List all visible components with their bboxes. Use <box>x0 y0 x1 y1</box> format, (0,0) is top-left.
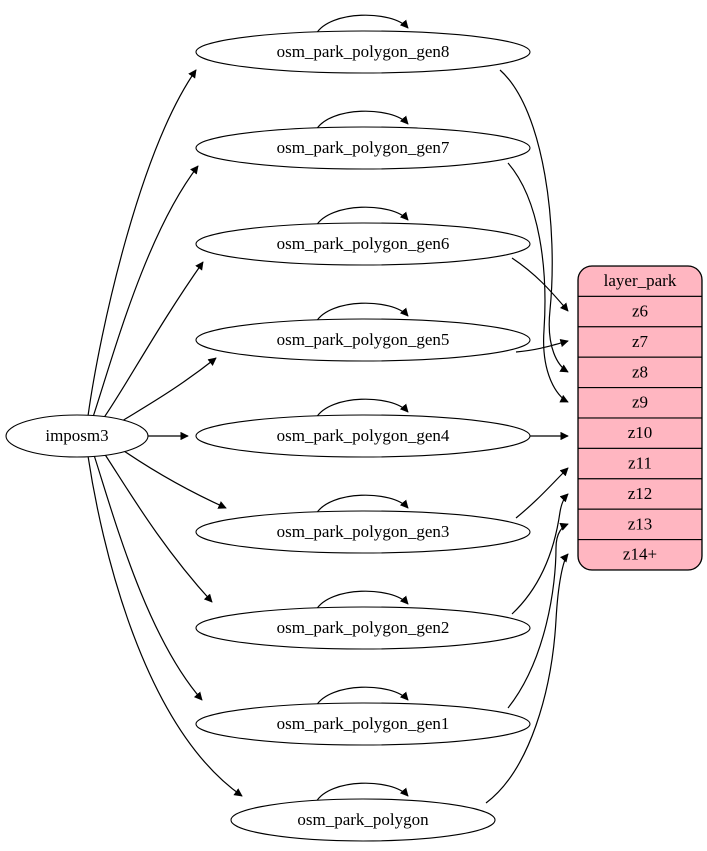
table-row-z11[interactable] <box>578 447 702 480</box>
self-loop-gen1 <box>315 686 409 707</box>
self-loop-group <box>315 14 409 803</box>
node-gen7-label: osm_park_polygon_gen7 <box>277 138 450 157</box>
edge-base-to-z14 <box>485 553 569 804</box>
node-gen3-ellipse[interactable] <box>195 510 531 554</box>
self-loop-gen2 <box>315 590 409 611</box>
source-edge-group <box>87 69 243 797</box>
node-gen1[interactable]: osm_park_polygon_gen1 <box>195 702 531 746</box>
table-row-label-z6: z6 <box>632 302 648 321</box>
node-gen5[interactable]: osm_park_polygon_gen5 <box>195 318 531 362</box>
node-gen2-ellipse[interactable] <box>195 606 531 650</box>
edge-imposm3-to-gen1 <box>93 454 203 701</box>
table-row-label-z13: z13 <box>628 514 653 533</box>
node-gen3[interactable]: osm_park_polygon_gen3 <box>195 510 531 554</box>
table-row-z7[interactable] <box>578 326 702 358</box>
table-row-z12[interactable] <box>578 478 702 510</box>
node-gen4[interactable]: osm_park_polygon_gen4 <box>195 414 531 458</box>
table-outline <box>577 265 703 571</box>
node-gen5-ellipse[interactable] <box>195 318 531 362</box>
edge-imposm3-to-gen6 <box>102 261 204 420</box>
node-gen6[interactable]: osm_park_polygon_gen6 <box>195 222 531 266</box>
table-header-label: layer_park <box>604 271 677 290</box>
edge-gen1-to-z13 <box>507 522 569 709</box>
node-base[interactable]: osm_park_polygon <box>230 798 496 842</box>
edge-gen7-to-z10 <box>507 162 569 403</box>
layer-park-table: layer_park z6 z7 z8 z9 z10 z11 z12 z13 z… <box>577 265 703 571</box>
edge-imposm3-to-gen2 <box>103 452 213 603</box>
node-imposm3[interactable]: imposm3 <box>5 414 149 458</box>
edge-imposm3-to-gen8 <box>87 69 197 417</box>
node-gen1-label: osm_park_polygon_gen1 <box>277 714 450 733</box>
table-row-label-z7: z7 <box>632 332 649 351</box>
self-loop-gen3 <box>315 494 409 515</box>
table-row-z13[interactable] <box>578 508 702 541</box>
node-gen6-ellipse[interactable] <box>195 222 531 266</box>
generalization-node-group: osm_park_polygon_gen8 osm_park_polygon_g… <box>195 30 531 842</box>
node-gen3-label: osm_park_polygon_gen3 <box>277 522 450 541</box>
node-base-ellipse[interactable] <box>230 798 496 842</box>
edge-gen2-to-z12 <box>511 493 569 615</box>
node-gen8-label: osm_park_polygon_gen8 <box>277 42 450 61</box>
table-row-label-z9: z9 <box>632 393 648 412</box>
node-gen7-ellipse[interactable] <box>195 126 531 170</box>
edge-gen5-to-z7 <box>515 338 569 353</box>
table-row-z10[interactable] <box>578 417 702 449</box>
edge-imposm3-to-base <box>87 455 243 797</box>
node-gen7[interactable]: osm_park_polygon_gen7 <box>195 126 531 170</box>
node-imposm3-label: imposm3 <box>45 426 108 445</box>
node-gen2-label: osm_park_polygon_gen2 <box>277 618 450 637</box>
edge-imposm3-to-gen5 <box>121 357 217 422</box>
table-row-label-z8: z8 <box>632 362 648 381</box>
node-gen5-label: osm_park_polygon_gen5 <box>277 330 450 349</box>
edge-imposm3-to-gen7 <box>92 165 199 418</box>
node-base-label: osm_park_polygon <box>297 810 429 829</box>
node-gen4-ellipse[interactable] <box>195 414 531 458</box>
node-gen2[interactable]: osm_park_polygon_gen2 <box>195 606 531 650</box>
table-edge-group <box>485 69 569 804</box>
edge-gen3-to-z11 <box>515 467 569 519</box>
table-row-label-z14plus: z14+ <box>623 545 657 564</box>
table-row-z14plus[interactable] <box>578 539 702 570</box>
table-row-label-z10: z10 <box>628 423 653 442</box>
self-loop-gen6 <box>315 206 409 227</box>
self-loop-base <box>315 782 409 803</box>
self-loop-gen4 <box>315 398 409 419</box>
table-row-label-z11: z11 <box>628 454 652 473</box>
table-row-label-z12: z12 <box>628 484 653 503</box>
self-loop-gen7 <box>315 110 409 131</box>
node-gen8-ellipse[interactable] <box>195 30 531 74</box>
node-gen6-label: osm_park_polygon_gen6 <box>277 234 450 253</box>
edge-gen6-to-z6 <box>511 257 569 312</box>
node-gen4-label: osm_park_polygon_gen4 <box>277 426 450 445</box>
edge-gen8-to-z9 <box>499 69 569 373</box>
self-loop-gen5 <box>315 302 409 323</box>
node-gen1-ellipse[interactable] <box>195 702 531 746</box>
table-row-z9[interactable] <box>578 387 702 419</box>
node-imposm3-ellipse[interactable] <box>5 414 149 458</box>
node-gen8[interactable]: osm_park_polygon_gen8 <box>195 30 531 74</box>
self-loop-gen8 <box>315 14 409 35</box>
edge-imposm3-to-gen3 <box>123 450 227 509</box>
